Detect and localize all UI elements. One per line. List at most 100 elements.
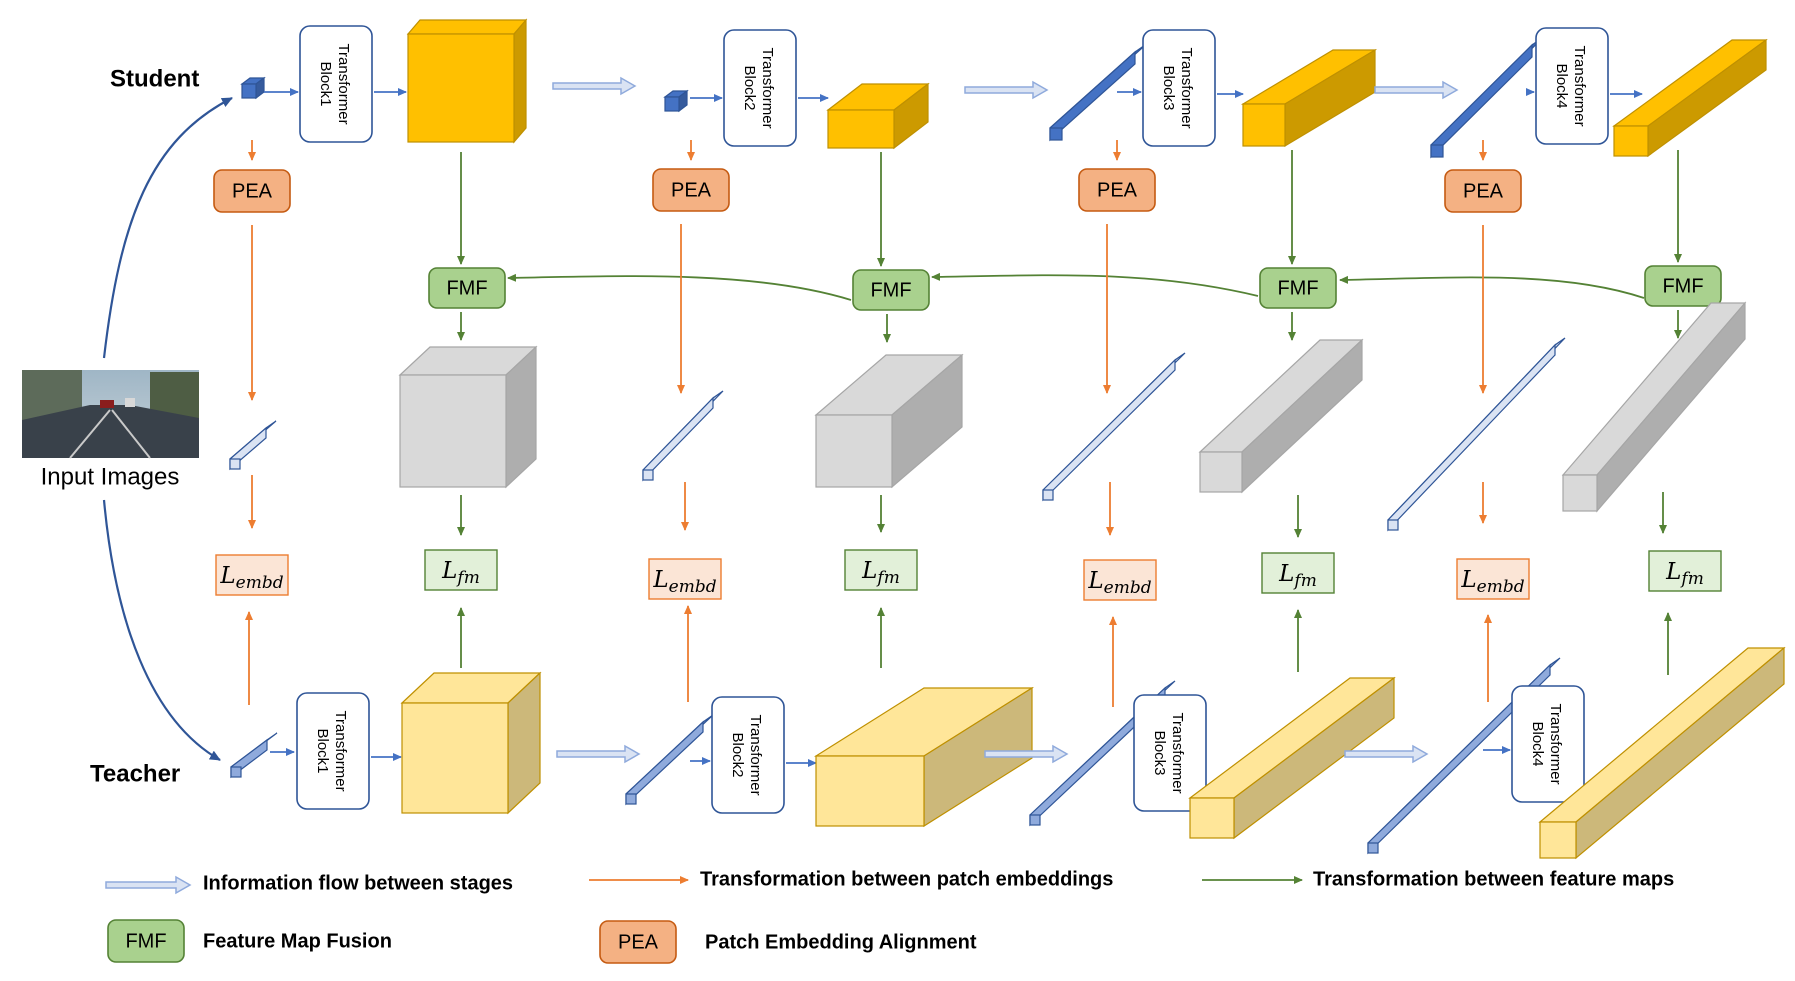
fmf-chain-arrow: [931, 272, 1259, 297]
bar-end: [1029, 814, 1041, 826]
student-feature-map-2: [826, 82, 930, 150]
student-transformer-block-3: TransformerBlock3: [1142, 29, 1216, 147]
fused-feature-map-2: [814, 353, 964, 489]
student-feature-map-4: [1612, 38, 1768, 158]
cuboid-front: [815, 755, 925, 827]
thumb-lane-line: [111, 409, 151, 459]
fused-feature-map-3: [1198, 338, 1364, 494]
feature-map-loss-box-2-label: Lfm: [861, 558, 900, 588]
bar-face: [642, 396, 714, 482]
pea-box-2-box: [652, 168, 730, 212]
legend-fmf-label: FMF: [125, 930, 166, 952]
feature-map-loss-box-1: Lfm: [424, 549, 498, 591]
feature-map-loss-box-4: Lfm: [1648, 550, 1722, 592]
student-transformer-block-2: TransformerBlock2: [723, 29, 797, 147]
teacher-label: Teacher: [90, 760, 180, 787]
student-feature-map-1: [406, 18, 528, 144]
fmf-box-4: FMF: [1644, 265, 1722, 307]
legend-pea-box: [599, 920, 677, 964]
input-to-student-arrow: [102, 97, 233, 359]
teacher-feature-map-1: [400, 671, 542, 815]
bar-face: [625, 720, 704, 806]
student-label: Student: [110, 65, 199, 92]
student-transformer-block-1-label: TransformerBlock1: [317, 43, 352, 124]
bar-end: [1042, 489, 1054, 501]
cuboid-front: [664, 96, 680, 112]
cuboid-front: [401, 702, 509, 814]
aligned-embedding-3: [1042, 352, 1186, 502]
cuboid-front: [1199, 451, 1243, 493]
student-transformer-block-1-box: [299, 25, 373, 143]
pea-box-4: PEA: [1444, 169, 1522, 213]
teacher-transformer-block-3: TransformerBlock3: [1133, 694, 1207, 812]
pea-box-3: PEA: [1078, 168, 1156, 212]
teacher-transformer-block-4-label: TransformerBlock4: [1529, 703, 1564, 784]
feature-map-loss-box-2: Lfm: [844, 549, 918, 591]
student-transformer-block-3-label: TransformerBlock3: [1160, 47, 1195, 128]
cuboid-side: [513, 18, 527, 144]
bar-end: [1430, 144, 1444, 158]
pea-box-2: PEA: [652, 168, 730, 212]
embedding-loss-box-2-label: Lembd: [652, 567, 716, 597]
pea-box-1-label: PEA: [232, 180, 273, 202]
feature-map-loss-box-3-box: [1261, 552, 1335, 594]
fmf-box-3-box: [1259, 267, 1337, 309]
teacher-stage-flow-arrow-2: [984, 744, 1069, 764]
cuboid-front: [1562, 474, 1598, 512]
embedding-loss-box-1: Lembd: [215, 554, 289, 596]
student-transformer-block-2-box: [723, 29, 797, 147]
teacher-transformer-block-1-box: [296, 692, 370, 810]
bar-face: [1387, 343, 1556, 532]
cuboid-front: [827, 109, 895, 149]
cuboid-front: [1539, 821, 1577, 859]
feature-map-loss-box-3-label: Lfm: [1278, 561, 1317, 591]
teacher-transformer-block-1: TransformerBlock1: [296, 692, 370, 810]
student-transformer-block-4-box: [1535, 27, 1609, 145]
legend-fmf-text: Feature Map Fusion: [203, 930, 392, 952]
student-stage-flow-arrow-2: [964, 80, 1049, 100]
student-transformer-block-3-box: [1142, 29, 1216, 147]
teacher-transformer-block-2-box: [711, 696, 785, 814]
embedding-loss-box-4-box: [1456, 558, 1530, 600]
input-to-teacher-arrow: [102, 499, 221, 761]
teacher-embedding-1: [230, 732, 278, 779]
bar-end: [642, 469, 654, 481]
embedding-loss-box-3-label: Lembd: [1087, 568, 1151, 598]
teacher-transformer-block-3-box: [1133, 694, 1207, 812]
teacher-transformer-block-4-box: [1511, 685, 1585, 803]
fused-feature-map-1: [398, 345, 538, 489]
teacher-feature-map-3: [1188, 676, 1396, 840]
fmf-box-4-label: FMF: [1662, 275, 1703, 297]
teacher-transformer-block-3-label: TransformerBlock3: [1151, 712, 1186, 793]
embedding-loss-box-2-box: [648, 558, 722, 600]
teacher-transformer-block-2: TransformerBlock2: [711, 696, 785, 814]
legend-feature-text: Transformation between feature maps: [1313, 868, 1674, 890]
bar-end: [1367, 842, 1379, 854]
pea-box-4-box: [1444, 169, 1522, 213]
bar-face: [1049, 50, 1136, 142]
cuboid-front: [399, 374, 507, 488]
cuboid-front: [1189, 797, 1235, 839]
teacher-transformer-block-4: TransformerBlock4: [1511, 685, 1585, 803]
embedding-loss-box-4-label: Lembd: [1460, 567, 1524, 597]
fmf-box-3-label: FMF: [1277, 277, 1318, 299]
cuboid-side: [1575, 646, 1785, 860]
legend-fmf: FMF: [107, 919, 185, 963]
legend-pea-text: Patch Embedding Alignment: [705, 931, 977, 953]
feature-map-loss-box-4-label: Lfm: [1665, 559, 1704, 589]
teacher-transformer-block-1-label: TransformerBlock1: [314, 710, 349, 791]
pea-box-3-box: [1078, 168, 1156, 212]
cuboid-front: [241, 83, 257, 99]
teacher-embedding-2: [625, 714, 714, 806]
embedding-loss-box-1-box: [215, 554, 289, 596]
embedding-loss-box-2: Lembd: [648, 558, 722, 600]
fmf-box-1-label: FMF: [446, 277, 487, 299]
legend-fmf-box: [107, 919, 185, 963]
student-embedding-4: [1430, 36, 1545, 159]
embedding-loss-box-3-box: [1083, 559, 1157, 601]
bar-end: [1387, 519, 1399, 531]
feature-map-loss-box-2-box: [844, 549, 918, 591]
student-stage-flow-arrow-3: [1374, 80, 1459, 100]
aligned-embedding-2: [642, 390, 724, 482]
cuboid-top: [1561, 302, 1747, 476]
